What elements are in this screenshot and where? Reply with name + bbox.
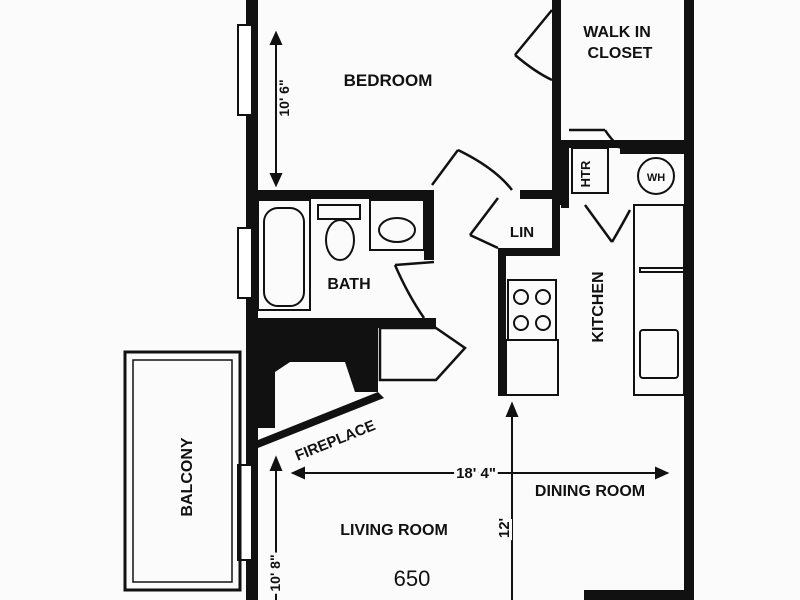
balcony [123,350,242,592]
bedroom-label: BEDROOM [344,71,433,90]
living-room-label: LIVING ROOM [340,522,448,539]
doors [378,9,632,382]
living-left-dimension: 10' 8" [267,554,283,591]
closet-label-line1: WALK IN [583,24,651,41]
bath-label: BATH [327,276,370,293]
living-width-dimension: 18' 4" [456,465,496,482]
kitchen-label: KITCHEN [590,271,607,342]
water-heater-label: WH [647,172,665,184]
kitchen-fixtures [505,147,685,396]
bath-fixtures [257,199,425,311]
linen-label: LIN [510,224,534,241]
dimension-lines [269,30,670,600]
square-footage: 650 [394,566,431,591]
closet-label-line2: CLOSET [588,45,653,62]
balcony-label: BALCONY [179,437,196,516]
bedroom-depth-dimension: 10' 6" [276,79,292,116]
dining-room-label: DINING ROOM [535,483,645,500]
walls [246,0,694,600]
heater-label: HTR [578,160,593,187]
living-depth-dimension: 12' [496,518,513,538]
